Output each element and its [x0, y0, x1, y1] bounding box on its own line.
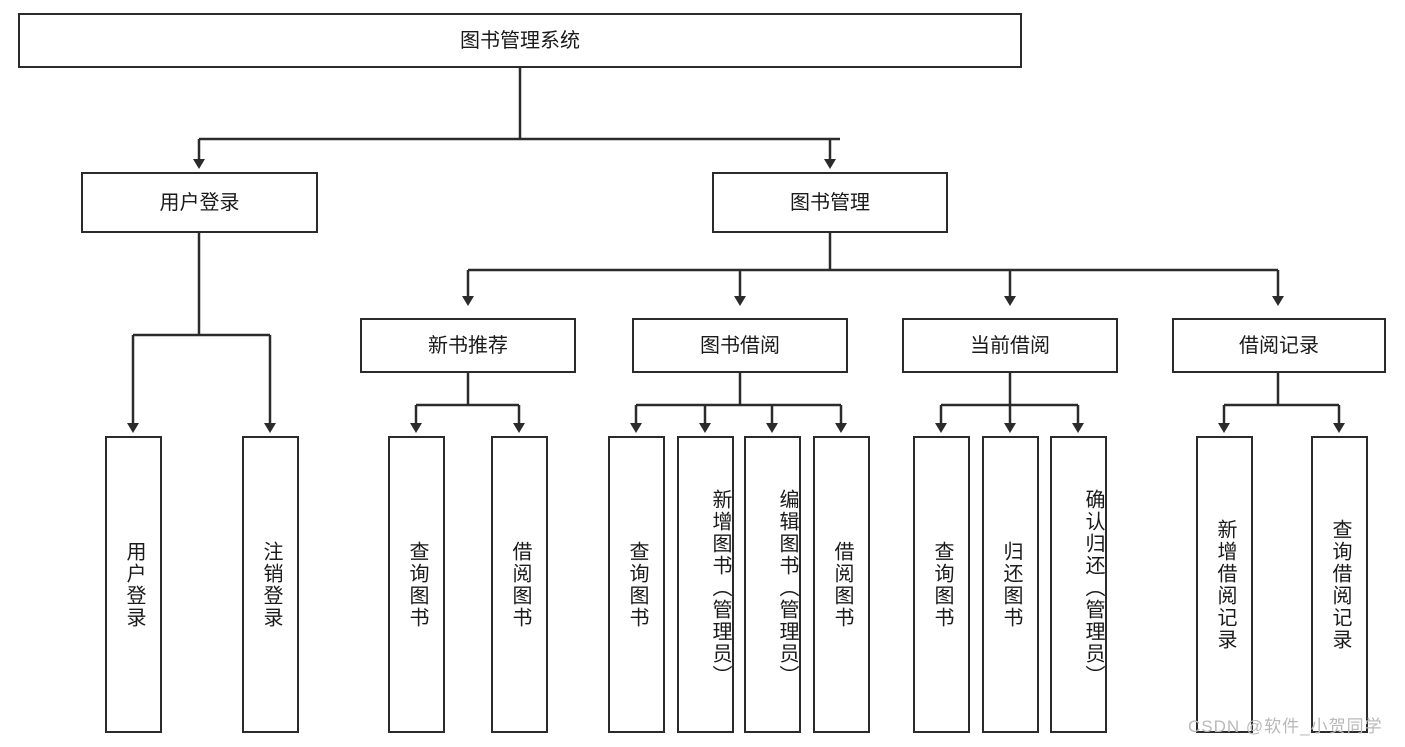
edges-borrow-books: [630, 373, 847, 433]
leaf-logout[interactable]: 注销登录: [242, 436, 299, 733]
node-current-borrow[interactable]: 当前借阅: [902, 318, 1118, 373]
node-user-login[interactable]: 用户登录: [81, 172, 318, 233]
node-new-book-recommend[interactable]: 新书推荐: [360, 318, 576, 373]
edges-root: [193, 68, 840, 169]
edges-borrow-record: [1218, 373, 1345, 433]
leaf-borrow-book[interactable]: 借阅图书: [813, 436, 870, 733]
edges-books-mgmt: [462, 233, 1284, 306]
leaf-add-borrow-record[interactable]: 新增借阅记录: [1196, 436, 1253, 733]
edges-current-borrow: [935, 373, 1084, 433]
edges-new-books: [410, 373, 525, 433]
leaf-query-borrow-record[interactable]: 查询借阅记录: [1311, 436, 1368, 733]
node-borrow-record[interactable]: 借阅记录: [1172, 318, 1386, 373]
edges-user-login: [127, 233, 276, 433]
leaf-borrow-book-recommend[interactable]: 借阅图书: [491, 436, 548, 733]
leaf-add-book-admin[interactable]: 新增图书（管理员）: [677, 436, 734, 733]
leaf-query-book-current[interactable]: 查询图书: [913, 436, 970, 733]
leaf-query-book-borrow[interactable]: 查询图书: [608, 436, 665, 733]
leaf-confirm-return-admin[interactable]: 确认归还（管理员）: [1050, 436, 1107, 733]
node-root[interactable]: 图书管理系统: [18, 13, 1022, 68]
leaf-edit-book-admin[interactable]: 编辑图书（管理员）: [744, 436, 801, 733]
node-book-management[interactable]: 图书管理: [712, 172, 948, 233]
leaf-return-book[interactable]: 归还图书: [982, 436, 1039, 733]
leaf-user-login[interactable]: 用户登录: [105, 436, 162, 733]
node-book-borrow[interactable]: 图书借阅: [632, 318, 848, 373]
watermark: CSDN @软件_小贺同学: [1188, 717, 1383, 736]
leaf-query-book-recommend[interactable]: 查询图书: [388, 436, 445, 733]
